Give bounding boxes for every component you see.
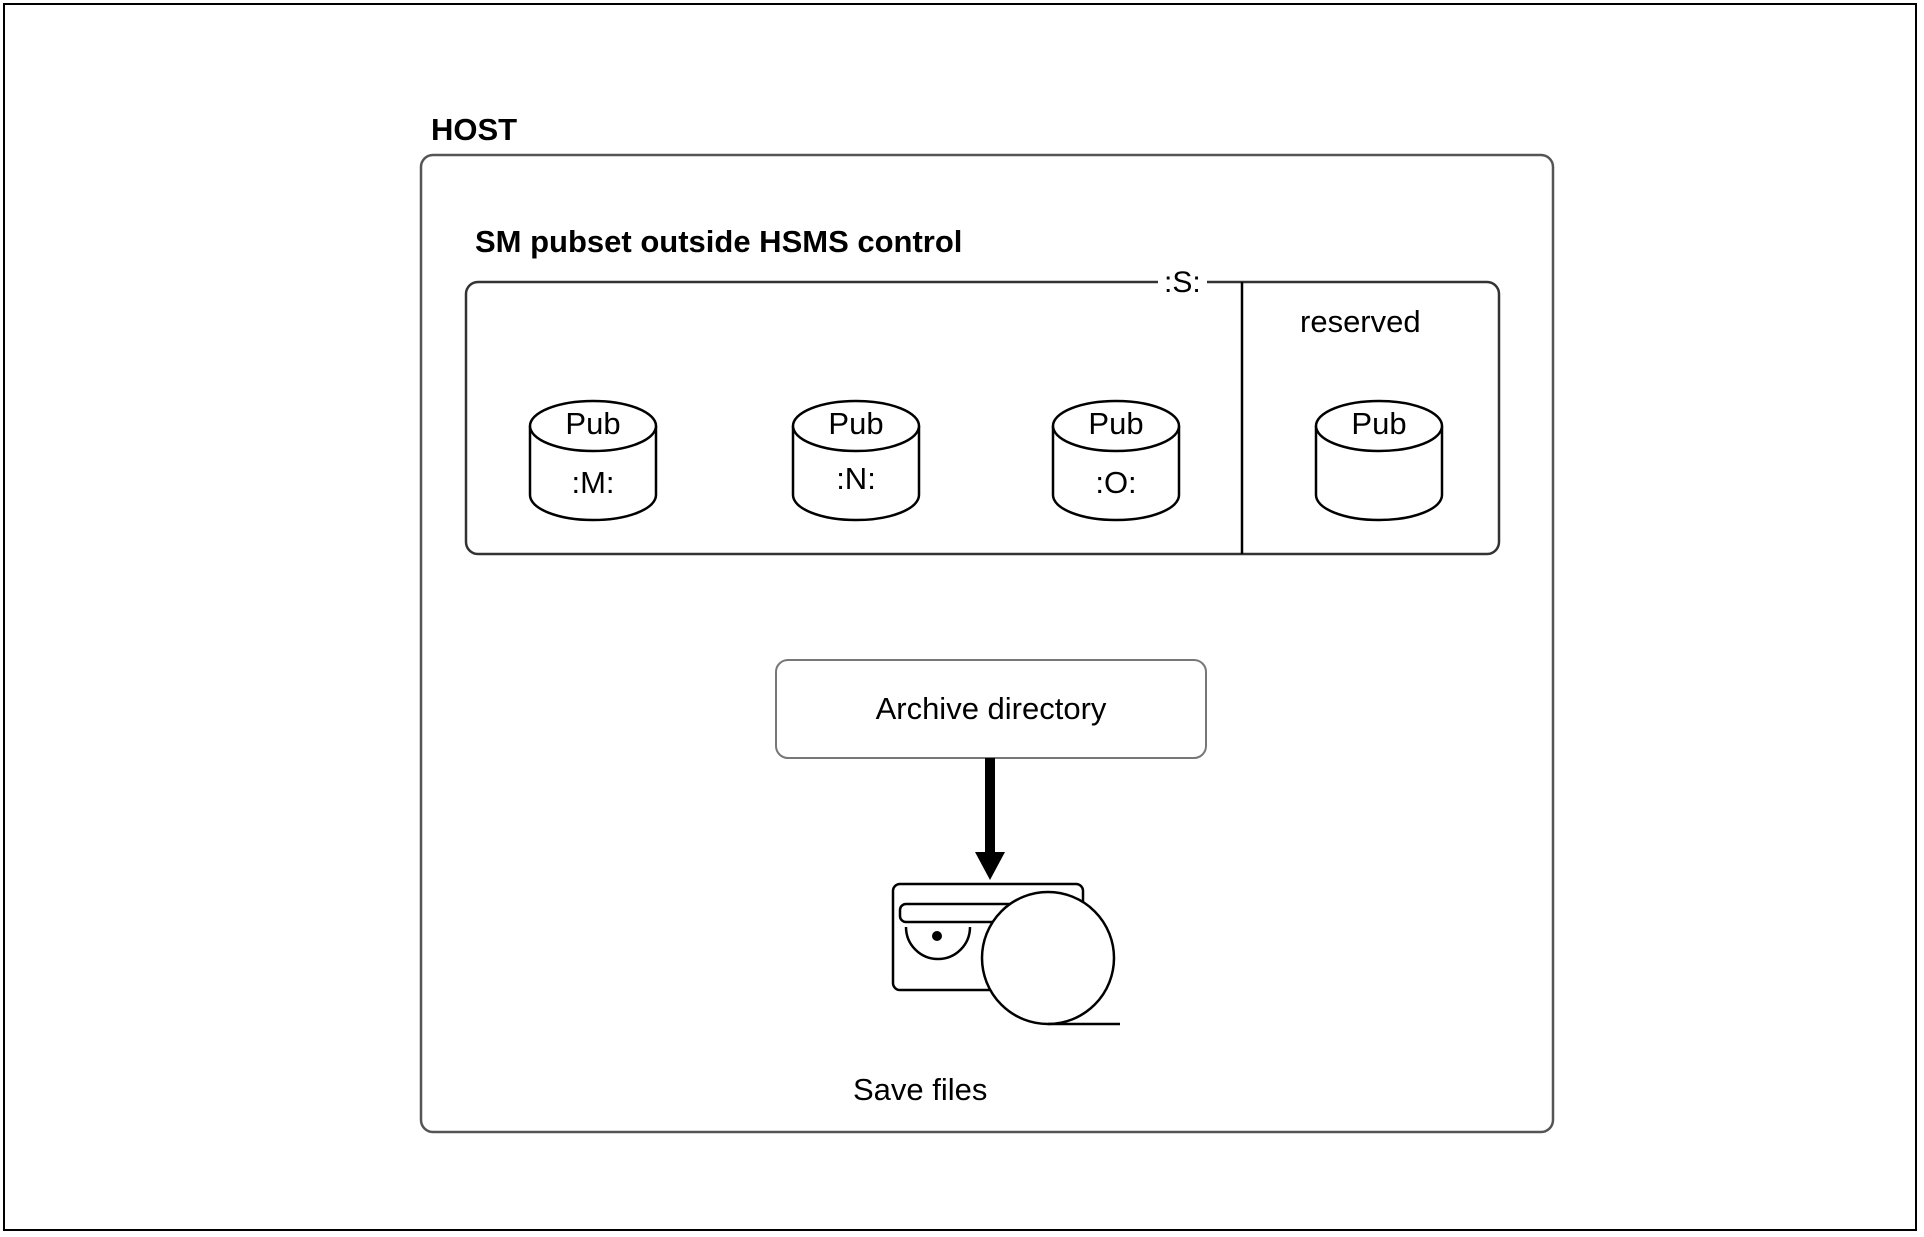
disk-cylinder-icon (791, 399, 921, 522)
pubset-id-label: :S: (1158, 268, 1207, 298)
pubset-title: SM pubset outside HSMS control (475, 224, 963, 259)
disk-cylinder-icon (1051, 399, 1181, 522)
volume-m-top: Pub (565, 406, 621, 441)
volume-n-top: Pub (828, 406, 884, 441)
reserved-volume-top: Pub (1351, 406, 1407, 441)
outer-frame (3, 3, 1917, 1231)
volume-o-label: :O: (1095, 465, 1137, 500)
volume-m-label: :M: (571, 465, 615, 500)
disk-cylinder-icon (528, 399, 658, 522)
disk-cylinder-icon (1314, 399, 1444, 522)
volume-o-top: Pub (1088, 406, 1144, 441)
arrow-down-icon (975, 758, 1005, 880)
archive-directory-label: Archive directory (875, 691, 1107, 726)
tape-drive-icon (891, 882, 1120, 1026)
host-box (419, 153, 1555, 1134)
volume-n-label: :N: (836, 461, 876, 496)
pubset-box (464, 280, 1501, 556)
reserved-label: reserved (1300, 304, 1421, 339)
host-label: HOST (431, 112, 518, 147)
save-files-label: Save files (853, 1072, 988, 1107)
